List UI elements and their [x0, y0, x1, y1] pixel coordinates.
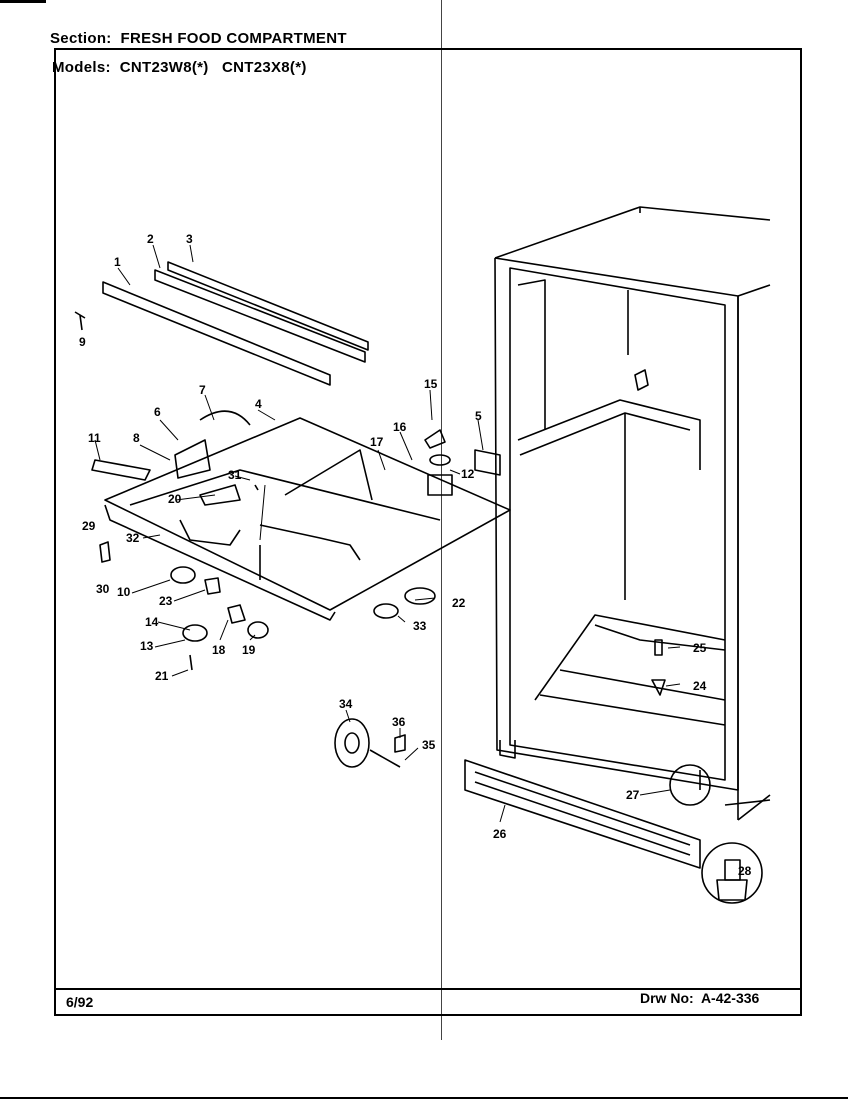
callout-36: 36 — [392, 715, 406, 729]
trim-strips — [74, 261, 369, 386]
callout-14: 14 — [145, 615, 159, 629]
page-bottom-rule — [0, 1097, 848, 1099]
callout-30: 30 — [96, 582, 110, 596]
callout-3: 3 — [186, 232, 193, 246]
callout-28: 28 — [738, 864, 752, 878]
callout-4: 4 — [255, 397, 262, 411]
callout-6: 6 — [154, 405, 161, 419]
callout-29: 29 — [82, 519, 96, 533]
callout-16: 16 — [393, 420, 407, 434]
callout-35: 35 — [422, 738, 436, 752]
footer-date: 6/92 — [66, 994, 94, 1010]
callout-23: 23 — [159, 594, 173, 608]
callout-17: 17 — [370, 435, 384, 449]
footer-rule — [54, 988, 802, 990]
toe-grille — [464, 759, 763, 904]
callout-27: 27 — [626, 788, 640, 802]
corner-mark — [0, 0, 46, 3]
drawing-number: A-42-336 — [700, 990, 760, 1006]
callout-32: 32 — [126, 531, 140, 545]
callout-34: 34 — [339, 697, 353, 711]
callout-20: 20 — [168, 492, 182, 506]
callout-22: 22 — [452, 596, 466, 610]
models-value: CNT23W8(*) CNT23X8(*) — [119, 59, 307, 76]
callout-7: 7 — [199, 383, 206, 397]
footer-drawing-number: Drw No: A-42-336 — [640, 990, 759, 1006]
callout-11: 11 — [88, 431, 101, 445]
models-label: Models: — [52, 59, 111, 76]
callout-5: 5 — [475, 409, 482, 423]
diagram-frame — [54, 48, 802, 1016]
small-parts — [99, 484, 666, 768]
callout-25: 25 — [693, 641, 707, 655]
callout-8: 8 — [133, 431, 140, 445]
callout-18: 18 — [212, 643, 226, 657]
drawing-label: Drw No: — [640, 990, 694, 1006]
callout-2: 2 — [147, 232, 154, 246]
models-heading: Models: CNT23W8(*) CNT23X8(*) — [52, 59, 307, 76]
callout-15: 15 — [424, 377, 438, 391]
callout-12: 12 — [461, 467, 475, 481]
section-heading: Section: FRESH FOOD COMPARTMENT — [50, 30, 347, 47]
callout-21: 21 — [155, 669, 169, 683]
scan-fold-line — [441, 0, 442, 1040]
callout-24: 24 — [693, 679, 707, 693]
shelf-assembly — [91, 410, 511, 621]
section-value: FRESH FOOD COMPARTMENT — [120, 30, 347, 47]
callout-13: 13 — [140, 639, 154, 653]
section-label: Section: — [50, 30, 112, 47]
callout-26: 26 — [493, 827, 507, 841]
callout-1: 1 — [114, 255, 121, 269]
callout-19: 19 — [242, 643, 256, 657]
callout-10: 10 — [117, 585, 131, 599]
callout-9: 9 — [79, 335, 86, 349]
callout-31: 31 — [228, 468, 242, 482]
callout-33: 33 — [413, 619, 427, 633]
refrigerator-cabinet — [494, 206, 771, 821]
leader-lines — [94, 244, 681, 823]
callout-labels: 1 2 3 4 5 6 7 8 9 10 11 12 13 14 15 16 1… — [79, 232, 752, 878]
